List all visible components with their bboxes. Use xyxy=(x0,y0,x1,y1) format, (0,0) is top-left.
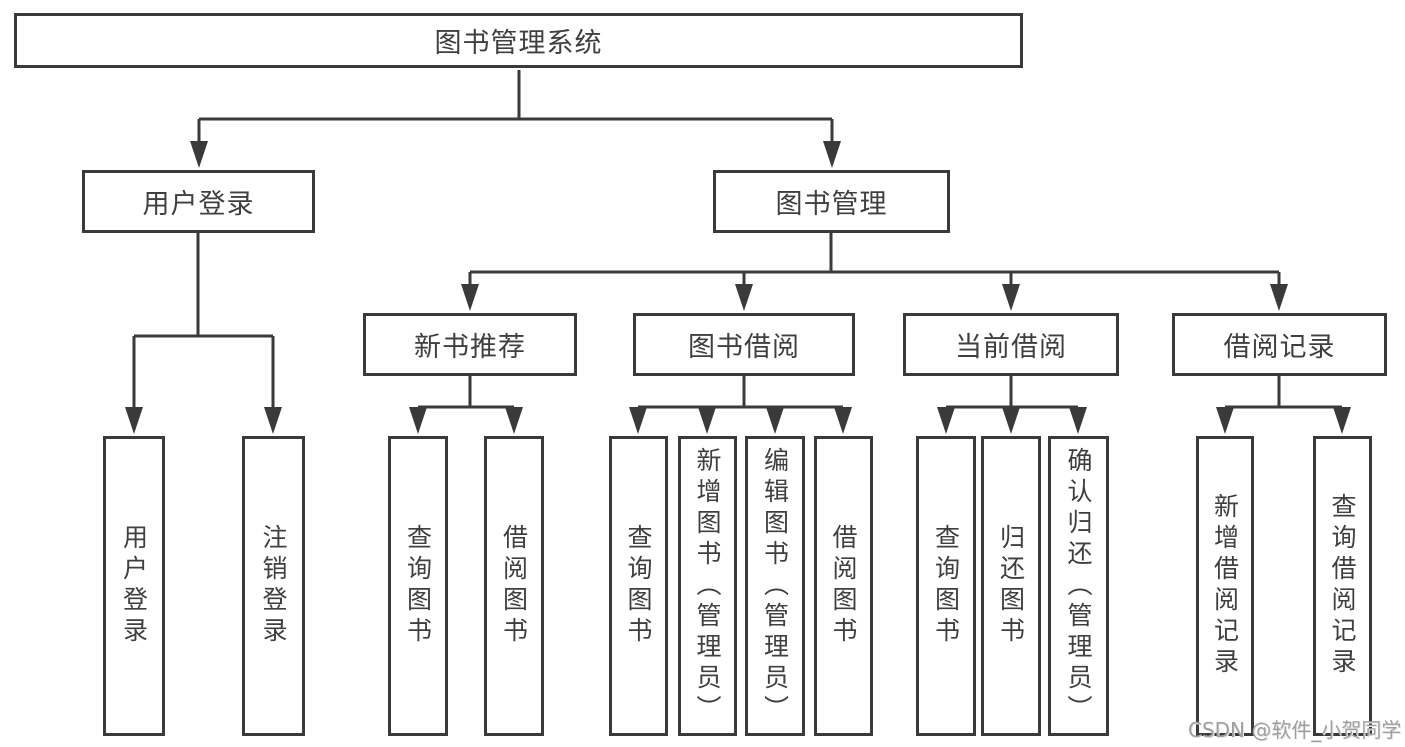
node-new-book-recommendation: 新书推荐 xyxy=(363,313,577,376)
csdn-watermark: CSDN @软件_小贺同学 xyxy=(1188,718,1402,742)
node-user-login: 用户登录 xyxy=(82,170,315,233)
node-book-management: 图书管理 xyxy=(713,170,950,233)
arrowhead-down-icon xyxy=(505,407,523,434)
arrowhead-down-icon xyxy=(409,407,427,434)
leaf-label: 新增借阅记录 xyxy=(1210,493,1240,679)
leaf-edit-books-admin: 编辑图书（管理员） xyxy=(745,436,805,736)
arrowhead-down-icon xyxy=(264,407,282,434)
arrowhead-down-icon xyxy=(698,407,716,434)
arrowhead-down-icon xyxy=(766,407,784,434)
arrowhead-down-icon xyxy=(461,284,479,311)
leaf-label: 查询借阅记录 xyxy=(1328,493,1357,679)
leaf-query-books-1: 查询图书 xyxy=(388,436,448,736)
leaf-add-borrow-record: 新增借阅记录 xyxy=(1196,436,1254,736)
leaf-label: 确认归还（管理员） xyxy=(1064,446,1093,726)
arrowhead-down-icon xyxy=(834,407,852,434)
arrowhead-down-icon xyxy=(1002,284,1020,311)
arrowhead-down-icon xyxy=(1333,407,1351,434)
leaf-label: 新增图书（管理员） xyxy=(693,446,722,726)
leaf-query-borrow-record: 查询借阅记录 xyxy=(1313,436,1372,736)
node-label: 用户登录 xyxy=(142,189,255,220)
leaf-query-books-2: 查询图书 xyxy=(609,436,668,736)
leaf-user-login: 用户登录 xyxy=(103,436,165,736)
leaf-label: 查询图书 xyxy=(931,524,961,648)
arrowhead-down-icon xyxy=(190,141,208,168)
arrowhead-down-icon xyxy=(125,407,143,434)
leaf-label: 查询图书 xyxy=(403,524,433,648)
arrowhead-down-icon xyxy=(1069,407,1087,434)
node-label: 借阅记录 xyxy=(1223,332,1336,363)
node-label: 图书管理 xyxy=(775,189,888,220)
leaf-label: 归还图书 xyxy=(996,524,1026,648)
arrowhead-down-icon xyxy=(1216,407,1234,434)
arrowhead-down-icon xyxy=(629,407,647,434)
node-label: 新书推荐 xyxy=(414,332,526,363)
leaf-borrow-books-2: 借阅图书 xyxy=(814,436,873,736)
node-label: 当前借阅 xyxy=(955,332,1067,363)
leaf-borrow-books-1: 借阅图书 xyxy=(484,436,544,736)
leaf-label: 借阅图书 xyxy=(829,524,858,648)
leaf-confirm-return-admin: 确认归还（管理员） xyxy=(1048,436,1109,736)
leaf-query-books-3: 查询图书 xyxy=(916,436,976,736)
node-library-management-system: 图书管理系统 xyxy=(14,13,1023,68)
leaf-add-books-admin: 新增图书（管理员） xyxy=(678,436,737,736)
arrowhead-down-icon xyxy=(937,407,955,434)
leaf-label: 借阅图书 xyxy=(499,524,529,648)
leaf-label: 查询图书 xyxy=(624,524,653,648)
arrowhead-down-icon xyxy=(823,141,841,168)
node-current-borrowing: 当前借阅 xyxy=(903,313,1119,376)
node-borrowing-records: 借阅记录 xyxy=(1172,313,1387,376)
leaf-return-books: 归还图书 xyxy=(981,436,1041,736)
leaf-label: 注销登录 xyxy=(259,524,288,648)
arrowhead-down-icon xyxy=(1002,407,1020,434)
node-book-borrowing: 图书借阅 xyxy=(633,313,855,376)
arrowhead-down-icon xyxy=(1270,284,1288,311)
leaf-label: 编辑图书（管理员） xyxy=(760,446,790,726)
node-label: 图书借阅 xyxy=(688,332,800,363)
node-label: 图书管理系统 xyxy=(434,28,603,59)
leaf-label: 用户登录 xyxy=(119,524,149,648)
leaf-logout: 注销登录 xyxy=(242,436,305,736)
arrowhead-down-icon xyxy=(735,284,753,311)
